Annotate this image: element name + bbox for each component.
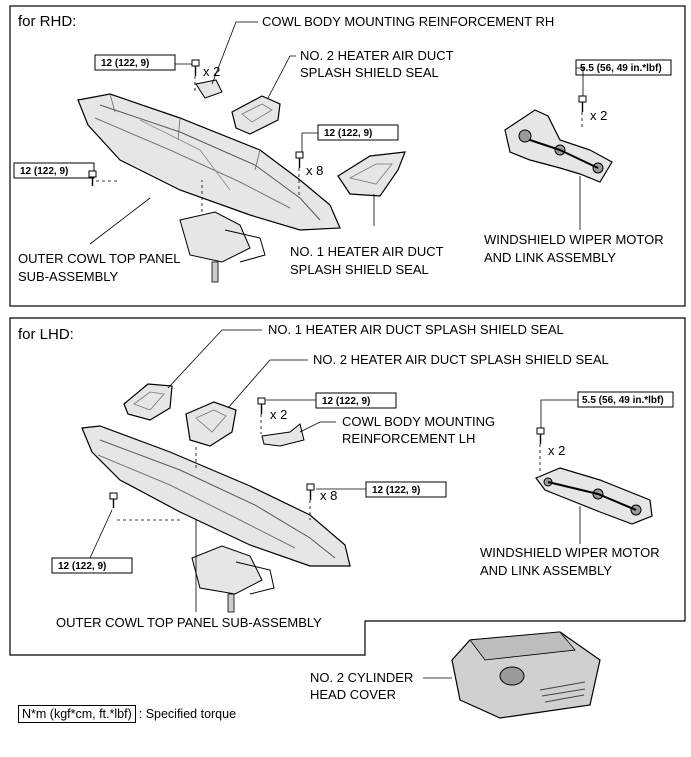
rhd-bolt-left <box>88 170 97 186</box>
lhd-outer-cowl-top-panel <box>81 425 351 567</box>
lhd-wiper-label-2: AND LINK ASSEMBLY <box>480 563 612 578</box>
lhd-torque-box-left <box>51 557 133 574</box>
rhd-qty-mid: x 8 <box>306 163 323 178</box>
rhd-torque-mid: 12 (122, 9) <box>324 128 372 139</box>
lhd-qty-wiper: x 2 <box>548 443 565 458</box>
rhd-no1-seal-label-2: SPLASH SHIELD SEAL <box>290 262 429 277</box>
no2-cylinder-head-cover <box>451 631 601 719</box>
legend-text: : Specified torque <box>138 707 237 721</box>
rhd-no1-seal-label-1: NO. 1 HEATER AIR DUCT <box>290 244 444 259</box>
lhd-torque-right: 12 (122, 9) <box>372 485 420 496</box>
rhd-no2-seal <box>231 95 281 135</box>
lhd-wiper-bolt <box>536 427 545 444</box>
lhd-wiper-motor-assembly <box>535 467 653 525</box>
rhd-wiper-bolt <box>578 95 587 112</box>
lhd-title: for LHD: <box>18 326 74 343</box>
lhd-no1-seal <box>123 383 173 421</box>
rhd-torque-box-top <box>94 54 176 71</box>
rhd-cowl-reinforcement-label: COWL BODY MOUNTING REINFORCEMENT RH <box>262 14 554 29</box>
lhd-cowl-label-1: COWL BODY MOUNTING <box>342 414 495 429</box>
cylinder-cover-label-1: NO. 2 CYLINDER <box>310 670 413 685</box>
rhd-title: for RHD: <box>18 13 76 30</box>
rhd-torque-box-mid <box>317 124 399 141</box>
rhd-torque-box-wiper <box>575 59 672 76</box>
lhd-washer-reservoir <box>191 545 275 613</box>
rhd-outer-cowl-label-2: SUB-ASSEMBLY <box>18 269 119 284</box>
lhd-qty-top: x 2 <box>270 407 287 422</box>
lhd-no2-seal <box>185 401 237 447</box>
rhd-no2-seal-label-2: SPLASH SHIELD SEAL <box>300 65 439 80</box>
torque-legend: N*m (kgf*cm, ft.*lbf): Specified torque <box>18 705 237 723</box>
rhd-cowl-reinforcement-rh <box>195 79 223 99</box>
rhd-torque-left: 12 (122, 9) <box>20 166 68 177</box>
rhd-no2-seal-label-1: NO. 2 HEATER AIR DUCT <box>300 48 454 63</box>
lhd-cowl-label-2: REINFORCEMENT LH <box>342 431 475 446</box>
rhd-torque-top: 12 (122, 9) <box>101 58 149 69</box>
rhd-frame <box>9 5 686 307</box>
lhd-torque-wiper: 5.5 (56, 49 in.*lbf) <box>582 395 664 406</box>
lhd-torque-box-right <box>365 481 447 498</box>
lhd-qty-right: x 8 <box>320 488 337 503</box>
rhd-outer-cowl-label-1: OUTER COWL TOP PANEL <box>18 251 181 266</box>
lhd-outer-cowl-label: OUTER COWL TOP PANEL SUB-ASSEMBLY <box>56 615 322 630</box>
rhd-washer-reservoir <box>179 211 266 283</box>
legend-unit-box: N*m (kgf*cm, ft.*lbf) <box>18 705 136 723</box>
lhd-bolt-left <box>109 492 118 508</box>
rhd-no1-seal <box>337 151 406 197</box>
rhd-qty-top: x 2 <box>203 64 220 79</box>
lhd-wiper-label-1: WINDSHIELD WIPER MOTOR <box>480 545 660 560</box>
rhd-wiper-motor-assembly <box>504 109 613 183</box>
lhd-cowl-reinforcement-lh <box>261 423 305 447</box>
rhd-wiper-label-1: WINDSHIELD WIPER MOTOR <box>484 232 664 247</box>
rhd-bolt-top <box>191 59 200 76</box>
lhd-no2-seal-label: NO. 2 HEATER AIR DUCT SPLASH SHIELD SEAL <box>313 352 609 367</box>
lhd-no1-seal-label: NO. 1 HEATER AIR DUCT SPLASH SHIELD SEAL <box>268 322 564 337</box>
rhd-bolt-mid <box>295 151 304 168</box>
rhd-qty-wiper: x 2 <box>590 108 607 123</box>
lhd-torque-box-wiper <box>577 391 674 408</box>
lhd-bolt-right <box>306 483 315 500</box>
lhd-frame <box>9 317 686 656</box>
lhd-bolt-top <box>257 397 266 414</box>
rhd-torque-wiper: 5.5 (56, 49 in.*lbf) <box>580 63 662 74</box>
lhd-torque-left: 12 (122, 9) <box>58 561 106 572</box>
rhd-outer-cowl-top-panel <box>77 93 341 231</box>
rhd-wiper-label-2: AND LINK ASSEMBLY <box>484 250 616 265</box>
lhd-torque-box-top <box>315 392 397 409</box>
cylinder-cover-label-2: HEAD COVER <box>310 687 396 702</box>
lhd-torque-top: 12 (122, 9) <box>322 396 370 407</box>
